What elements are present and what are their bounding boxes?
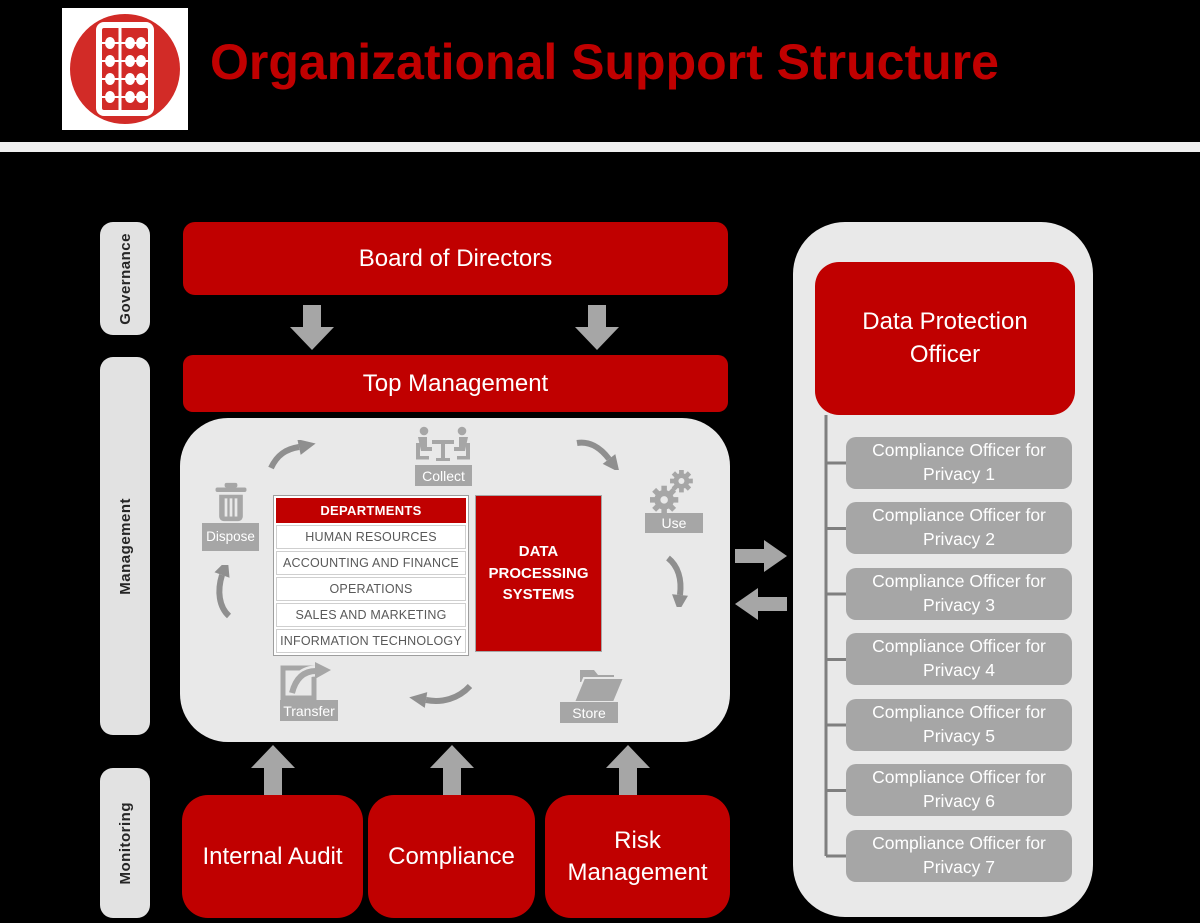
exchange-arrows: [735, 540, 787, 620]
transfer-label: Transfer: [280, 700, 338, 721]
top-management-box: Top Management: [183, 355, 728, 412]
cycle-arrow-left: [214, 565, 232, 619]
dispose-trash-icon: [215, 482, 247, 522]
departments-table-header: DEPARTMENTS: [276, 498, 466, 523]
down-arrow-left: [290, 305, 334, 350]
page-title: Organizational Support Structure: [210, 34, 999, 90]
transfer-text: Transfer: [283, 702, 335, 719]
board-of-directors-label: Board of Directors: [358, 244, 553, 272]
compliance-officer-label: Compliance Officer for Privacy 3: [872, 571, 1046, 615]
down-arrow-right: [575, 305, 619, 350]
store-text: Store: [572, 704, 606, 721]
rail-monitoring-label: Monitoring: [116, 801, 134, 885]
data-protection-officer-box: Data Protection Officer: [815, 262, 1075, 415]
data-cycle-panel: Collect: [180, 418, 730, 742]
compliance-officer-box: Compliance Officer for Privacy 5: [846, 699, 1072, 751]
use-label: Use: [645, 513, 703, 533]
right-arrow: [735, 540, 787, 572]
compliance-label: Compliance: [388, 842, 515, 870]
table-row: ACCOUNTING AND FINANCE: [276, 551, 466, 575]
collect-text: Collect: [422, 467, 465, 484]
header-divider: [0, 142, 1200, 152]
table-row: INFORMATION TECHNOLOGY: [276, 629, 466, 653]
use-text: Use: [661, 515, 687, 531]
compliance-officer-box: Compliance Officer for Privacy 4: [846, 633, 1072, 685]
departments-table: DEPARTMENTS HUMAN RESOURCES ACCOUNTING A…: [273, 495, 469, 656]
privacy-org-panel: Data Protection Officer Compliance Offic…: [793, 222, 1093, 917]
store-label: Store: [560, 702, 618, 723]
dispose-label: Dispose: [202, 523, 259, 551]
compliance-officer-label: Compliance Officer for Privacy 7: [872, 833, 1046, 877]
compliance-officer-label: Compliance Officer for Privacy 1: [872, 440, 1046, 484]
org-tree-connector: [824, 415, 846, 858]
compliance-officer-label: Compliance Officer for Privacy 5: [872, 702, 1046, 746]
table-row: OPERATIONS: [276, 577, 466, 601]
compliance-officer-label: Compliance Officer for Privacy 4: [872, 636, 1046, 680]
up-arrow-compliance: [430, 745, 474, 795]
rail-management: Management: [100, 357, 150, 735]
compliance-officer-box: Compliance Officer for Privacy 7: [846, 830, 1072, 882]
cycle-arrow-top-left: [268, 440, 316, 470]
collect-label: Collect: [415, 465, 472, 486]
left-arrow: [735, 588, 787, 620]
up-arrow-internal-audit: [251, 745, 295, 795]
internal-audit-box: Internal Audit: [182, 795, 363, 918]
dispose-text: Dispose: [206, 528, 255, 544]
risk-management-label: Risk Management: [567, 827, 708, 886]
rail-governance: Governance: [100, 222, 150, 335]
cycle-arrow-right: [665, 555, 688, 607]
compliance-officer-label: Compliance Officer for Privacy 2: [872, 505, 1046, 549]
internal-audit-label: Internal Audit: [202, 842, 343, 870]
cycle-arrow-bottom: [409, 683, 472, 708]
compliance-officer-box: Compliance Officer for Privacy 2: [846, 502, 1072, 554]
data-processing-systems-label: DATA PROCESSING SYSTEMS: [488, 542, 589, 604]
data-processing-systems-box: DATA PROCESSING SYSTEMS: [475, 495, 602, 652]
compliance-officer-label: Compliance Officer for Privacy 6: [872, 767, 1046, 811]
compliance-officer-box: Compliance Officer for Privacy 3: [846, 568, 1072, 620]
board-of-directors-box: Board of Directors: [183, 222, 728, 295]
risk-management-box: Risk Management: [545, 795, 730, 918]
rail-governance-label: Governance: [116, 232, 134, 325]
compliance-box: Compliance: [368, 795, 535, 918]
compliance-officer-box: Compliance Officer for Privacy 1: [846, 437, 1072, 489]
store-folder-icon: [572, 670, 626, 703]
transfer-icon: [280, 662, 331, 701]
abacus-icon: [70, 14, 180, 124]
compliance-officer-box: Compliance Officer for Privacy 6: [846, 764, 1072, 816]
company-logo: [62, 8, 188, 130]
use-gears-icon: [650, 470, 693, 514]
table-row: SALES AND MARKETING: [276, 603, 466, 627]
cycle-arrow-top-right: [576, 439, 620, 470]
table-row: HUMAN RESOURCES: [276, 525, 466, 549]
collect-people-icon: [416, 426, 470, 461]
rail-monitoring: Monitoring: [100, 768, 150, 918]
rail-management-label: Management: [116, 497, 134, 595]
data-protection-officer-label: Data Protection Officer: [862, 308, 1028, 368]
up-arrow-risk-management: [606, 745, 650, 795]
top-management-label: Top Management: [362, 369, 549, 397]
